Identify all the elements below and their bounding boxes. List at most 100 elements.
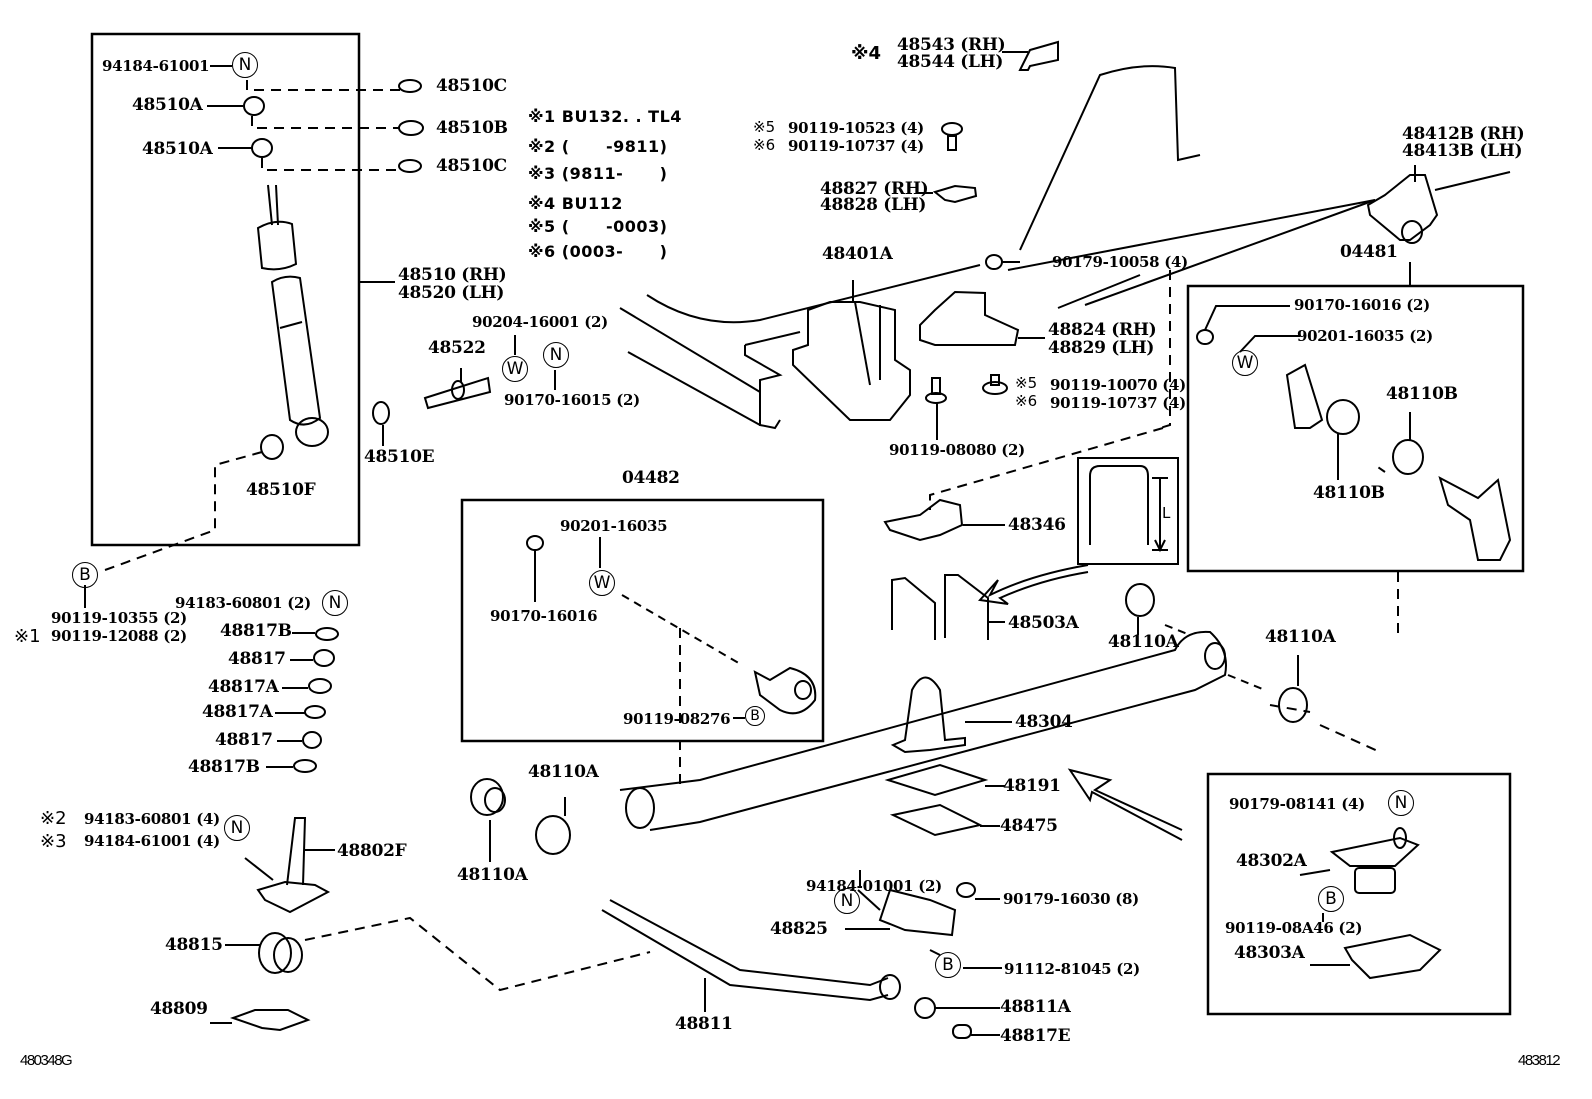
note-text: BU112: [561, 194, 623, 213]
part-label[interactable]: 48510C: [436, 76, 507, 96]
part-label[interactable]: 48809: [150, 999, 208, 1019]
part-label[interactable]: 90119-08A46 (2): [1225, 919, 1363, 937]
part-label[interactable]: 48811: [675, 1014, 733, 1034]
part-label[interactable]: 48303A: [1234, 943, 1305, 963]
part-label[interactable]: 91112-81045 (2): [1004, 960, 1140, 978]
note-4: ※4 BU112: [528, 195, 623, 213]
part-label[interactable]: 48412B (RH): [1402, 124, 1525, 144]
part-label[interactable]: 90119-10523 (4): [788, 119, 924, 137]
bumper-48303a-shape: [1343, 933, 1442, 980]
part-label[interactable]: 90201-16035 (2): [1297, 327, 1433, 345]
part-label[interactable]: 48817B: [220, 621, 292, 641]
part-label[interactable]: 48510C: [436, 156, 507, 176]
nut-callout-icon: N: [224, 815, 250, 841]
note-mark: ※5: [528, 217, 556, 236]
kit-04482-box: [460, 498, 825, 743]
part-label[interactable]: 48543 (RH): [897, 35, 1006, 55]
part-label[interactable]: 48304: [1015, 712, 1073, 732]
part-label[interactable]: 90119-10737 (4): [1050, 394, 1186, 412]
part-label[interactable]: 48827 (RH): [820, 179, 929, 199]
part-label[interactable]: 94183-60801 (4): [84, 810, 220, 828]
part-label[interactable]: 48503A: [1008, 613, 1079, 633]
part-label[interactable]: 90119-08276: [623, 710, 731, 728]
kit-label-04482[interactable]: 04482: [622, 468, 680, 488]
part-label[interactable]: 48817: [215, 730, 273, 750]
part-label[interactable]: 48811A: [1000, 997, 1071, 1017]
part-label[interactable]: 48510B: [436, 118, 508, 138]
part-label[interactable]: 48110B: [1313, 483, 1385, 503]
part-label[interactable]: 48510A: [142, 139, 213, 159]
part-label[interactable]: 90119-10070 (4): [1050, 376, 1186, 394]
washer-callout-icon: W: [1232, 350, 1258, 376]
part-label[interactable]: 48110A: [457, 865, 528, 885]
leaf-spring-shape: [619, 630, 1227, 831]
part-label[interactable]: 48413B (LH): [1402, 141, 1523, 161]
note-2-mark: ※2: [40, 808, 67, 829]
part-label[interactable]: 90179-08141 (4): [1229, 795, 1365, 813]
part-label[interactable]: 48110A: [528, 762, 599, 782]
part-label[interactable]: 48817A: [202, 702, 273, 722]
part-label[interactable]: 90119-10737 (4): [788, 137, 924, 155]
part-label[interactable]: 48110A: [1108, 632, 1179, 652]
note-mark: ※6: [528, 242, 556, 261]
part-label[interactable]: 48510A: [132, 95, 203, 115]
part-label[interactable]: 48829 (LH): [1048, 338, 1155, 358]
part-label[interactable]: 48824 (RH): [1048, 320, 1157, 340]
part-label[interactable]: 48815: [165, 935, 223, 955]
part-label[interactable]: 48510E: [364, 447, 435, 467]
bolt-callout-icon: B: [935, 952, 961, 978]
note-4-mark: ※4: [851, 43, 882, 64]
part-label[interactable]: 48302A: [1236, 851, 1307, 871]
illustration-code-left: 480348G: [20, 1052, 73, 1069]
part-label[interactable]: 48520 (LH): [398, 283, 505, 303]
note-6: ※6 (0003- ): [528, 243, 667, 261]
part-label[interactable]: 48510F: [246, 480, 316, 500]
note-5: ※5 ( -0003): [528, 218, 667, 236]
note-mark: ※3: [528, 164, 556, 183]
part-label[interactable]: 90170-16016: [490, 607, 598, 625]
part-label[interactable]: 48825: [770, 919, 828, 939]
bracket-48809-shape: [230, 1009, 311, 1032]
bracket-48304-shape: [890, 676, 966, 754]
part-label[interactable]: 90179-16030 (8): [1003, 890, 1139, 908]
nut-callout-icon: N: [543, 342, 569, 368]
part-label[interactable]: 48191: [1003, 776, 1061, 796]
bracket-48401a-shape: [792, 280, 911, 421]
part-label[interactable]: 48110A: [1265, 627, 1336, 647]
part-label[interactable]: 90119-10355 (2): [51, 609, 187, 627]
part-label[interactable]: 94184-01001 (2): [806, 877, 942, 895]
part-label[interactable]: 48802F: [337, 841, 407, 861]
note-text: BU132. . TL4: [561, 107, 682, 126]
note-5-mark: ※5: [1015, 374, 1038, 392]
part-label[interactable]: 90170-16015 (2): [504, 391, 640, 409]
part-label[interactable]: 48522: [428, 338, 486, 358]
part-label[interactable]: 48475: [1000, 816, 1058, 836]
note-6-mark: ※6: [753, 136, 776, 154]
part-label[interactable]: 48817: [228, 649, 286, 669]
part-label[interactable]: 48544 (LH): [897, 52, 1004, 72]
part-label[interactable]: 90119-12088 (2): [51, 627, 187, 645]
part-label[interactable]: 48828 (LH): [820, 195, 927, 215]
note-5-mark: ※5: [753, 118, 776, 136]
shock-absorber-shape: [256, 184, 329, 460]
part-label[interactable]: 48401A: [822, 244, 893, 264]
part-label[interactable]: 90204-16001 (2): [472, 313, 608, 331]
part-label[interactable]: 90119-08080 (2): [889, 441, 1025, 459]
part-label[interactable]: 90201-16035: [560, 517, 668, 535]
stud-48802f-shape: [286, 817, 307, 886]
part-label[interactable]: 48110B: [1386, 384, 1458, 404]
bumper-stop-box: [1206, 772, 1512, 1016]
part-label[interactable]: 94184-61001: [102, 57, 210, 75]
part-label[interactable]: 48817B: [188, 757, 260, 777]
part-label[interactable]: 90170-16016 (2): [1294, 296, 1430, 314]
pin-04482-shape: [753, 666, 817, 715]
part-label[interactable]: 94184-61001 (4): [84, 832, 220, 850]
part-label[interactable]: 48510 (RH): [398, 265, 507, 285]
kit-label-04481[interactable]: 04481: [1340, 242, 1398, 262]
part-label[interactable]: 48346: [1008, 515, 1066, 535]
part-label[interactable]: 48817A: [208, 677, 279, 697]
part-label[interactable]: 90179-10058 (4): [1052, 253, 1188, 271]
part-label[interactable]: 48817E: [1000, 1026, 1071, 1046]
part-label[interactable]: 94183-60801 (2): [175, 594, 311, 612]
bracket-48824-shape: [919, 290, 1020, 346]
